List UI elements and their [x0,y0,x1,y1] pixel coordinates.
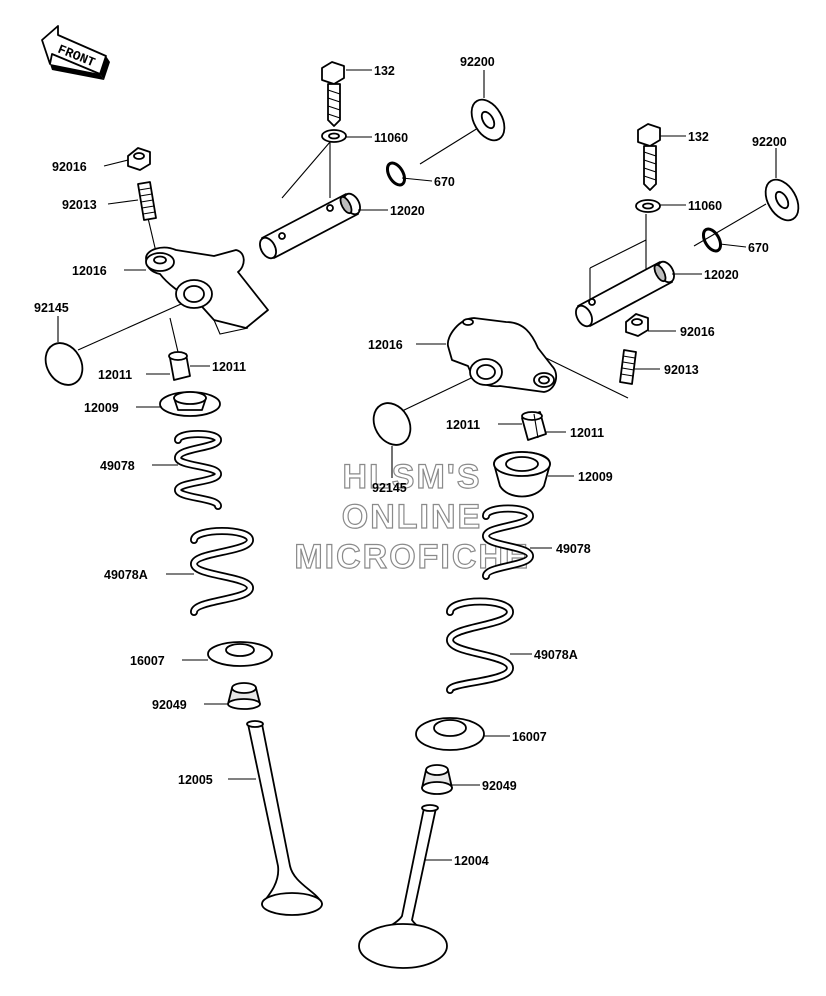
left-callout-washer: 11060 [374,131,408,145]
right-callout-washer: 11060 [688,199,722,213]
right-outer-spring-49078a [445,597,515,694]
right-callout-shim: 92200 [752,135,787,149]
right-inner-spring-49078 [481,504,535,580]
right-callout-rocker-arm: 12016 [368,338,403,352]
left-inner-spring-49078 [173,430,223,510]
right-callout-bolt: 132 [688,130,709,144]
left-nut-92016 [127,147,151,171]
right-callout-screw: 92013 [664,363,699,377]
left-callout-spring-seat: 16007 [130,654,165,668]
left-screw-92013 [137,181,157,221]
left-callout-stem-seal: 92049 [152,698,187,712]
left-callout-keeper-a: 12011 [98,368,132,382]
left-stem-seal-92049 [227,682,261,710]
left-outer-spring-49078a [189,527,255,616]
right-callout-spring-seat: 16007 [512,730,547,744]
left-callout-valve: 12005 [178,773,213,787]
left-callout-shim: 92200 [460,55,495,69]
left-callout-thrust-washer: 92145 [34,301,69,315]
right-callout-shaft: 12020 [704,268,739,282]
left-callout-retainer: 12009 [84,401,119,415]
watermark: HLSM'S ONLINE MICROFICHE [294,457,529,576]
watermark-line2: ONLINE [342,498,482,536]
left-callout-screw: 92013 [62,198,97,212]
left-retainer-12009 [159,391,221,417]
right-rocker-shaft-12020 [575,260,675,328]
left-callout-keeper-b: 12011 [212,360,246,374]
left-o-ring-670 [385,161,407,187]
watermark-line1: HLSM'S [342,458,481,496]
right-callout-outer-spring: 49078A [534,648,578,662]
right-bolt-132 [637,123,661,191]
left-thrust-washer-92145 [44,342,84,386]
right-stem-seal-92049 [421,764,453,795]
right-valve-assembly [358,123,800,969]
left-keepers-12011 [168,351,191,381]
right-callout-keeper-b: 12011 [570,426,604,440]
left-callout-rocker-arm: 12016 [72,264,107,278]
right-callout-retainer: 12009 [578,470,613,484]
right-retainer-12009 [493,451,551,498]
right-callout-keeper-a: 12011 [446,418,480,432]
left-rocker-shaft-12020 [259,192,361,260]
left-spring-seat-16007 [207,641,273,667]
right-valve-12004 [358,804,448,969]
right-callout-nut: 92016 [680,325,715,339]
right-shim-92200 [764,178,800,222]
right-keepers-12011 [521,411,547,441]
right-o-ring-670 [701,227,723,253]
right-callout-o-ring: 670 [748,241,769,255]
front-arrow-icon: FRONT [41,25,110,80]
right-callout-stem-seal: 92049 [482,779,517,793]
left-callout-shaft: 12020 [390,204,425,218]
left-callout-o-ring: 670 [434,175,455,189]
right-nut-92016 [625,313,649,337]
callout-leaders [57,69,777,861]
left-callout-bolt: 132 [374,64,395,78]
right-screw-92013 [619,349,637,385]
callout-labels: 132 11060 92200 670 12020 92016 92013 12… [34,55,787,868]
right-spring-seat-16007 [415,717,485,751]
right-thrust-washer-92145 [372,402,412,446]
left-valve-assembly [44,61,506,916]
right-callout-valve: 12004 [454,854,489,868]
left-shim-92200 [470,98,506,142]
left-bolt-132 [321,61,345,127]
right-callout-inner-spring: 49078 [556,542,591,556]
left-callout-outer-spring: 49078A [104,568,148,582]
right-rocker-arm-12016 [447,317,558,393]
left-rocker-arm-12016 [145,246,269,335]
left-callout-nut: 92016 [52,160,87,174]
left-callout-inner-spring: 49078 [100,459,135,473]
right-callout-thrust-washer: 92145 [372,481,407,495]
left-valve-12005 [246,720,323,916]
